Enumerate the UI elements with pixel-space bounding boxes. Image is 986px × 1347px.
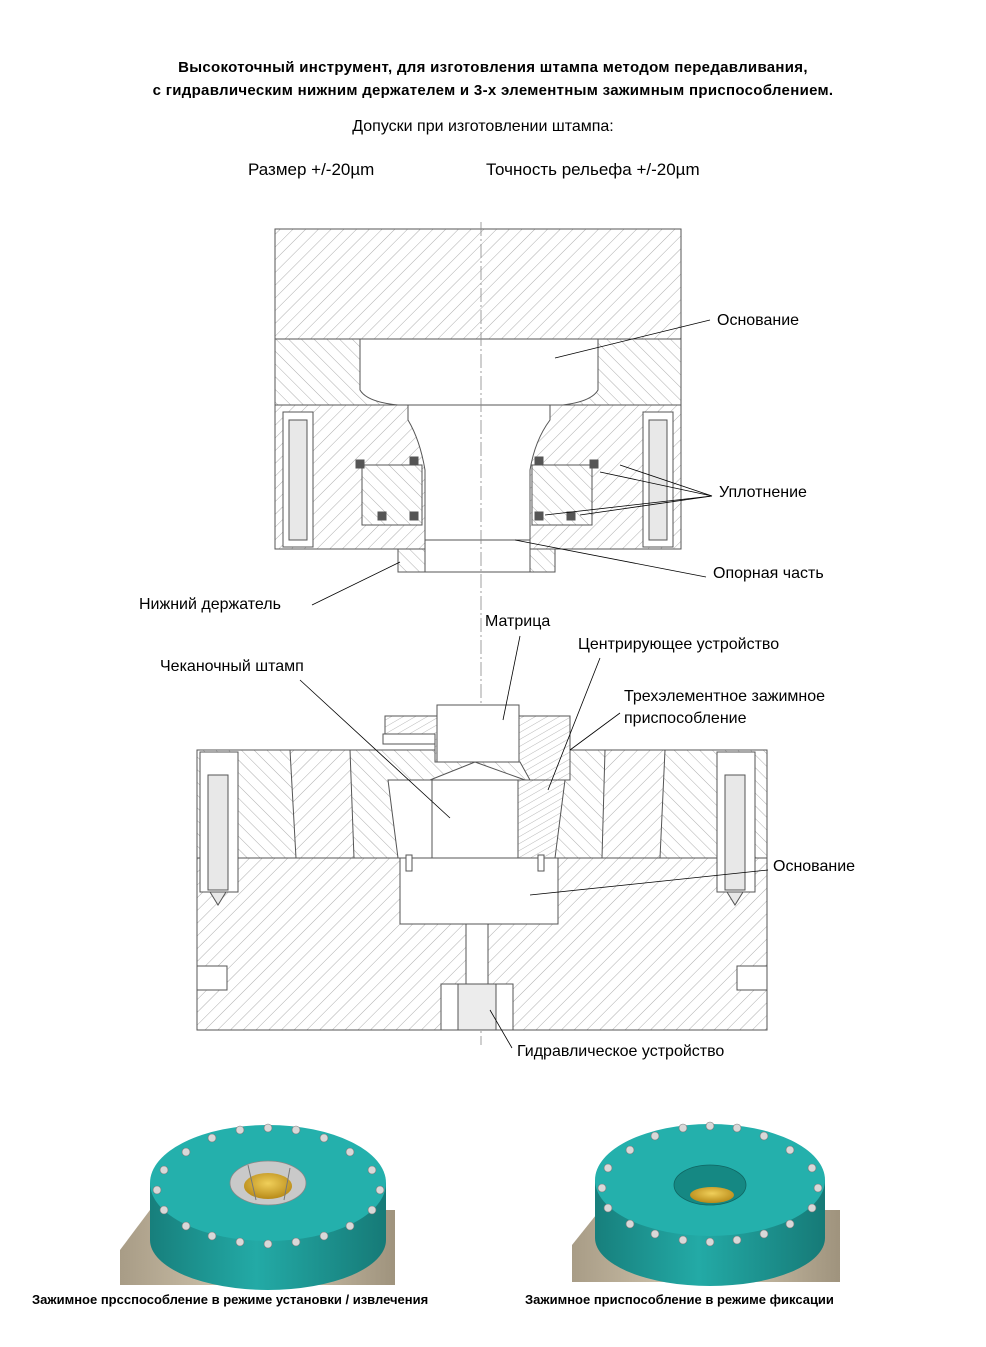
label-hydraulic: Гидравлическое устройство xyxy=(517,1043,725,1060)
tolerance-size: Размер +/-20µm xyxy=(248,160,375,179)
lower-assembly xyxy=(196,704,768,1031)
caption-release-mode: Зажимное прсспособление в режиме установ… xyxy=(32,1292,429,1307)
tolerance-relief: Точность рельефа +/-20µm xyxy=(486,160,700,179)
leader-lines xyxy=(299,319,769,1049)
label-lower-holder: Нижний держатель xyxy=(139,596,281,613)
label-clamp-line-1: Трехэлементное зажимное xyxy=(624,688,826,705)
tolerance-heading: Допуски при изготовлении штампа: xyxy=(352,118,614,135)
title-line-2: с гидравлическим нижним держателем и 3-х… xyxy=(152,82,834,99)
label-support: Опорная часть xyxy=(713,565,824,582)
label-coining-die: Чеканочный штамп xyxy=(160,658,304,675)
clamp-photo-release xyxy=(120,1123,395,1290)
label-base-bottom: Основание xyxy=(773,858,856,875)
label-clamp-line-2: приспособление xyxy=(624,710,747,727)
caption-fixed-mode: Зажимное приспособление в режиме фиксаци… xyxy=(525,1292,834,1307)
upper-assembly xyxy=(274,228,682,573)
label-base-top: Основание xyxy=(717,312,800,329)
label-seal: Уплотнение xyxy=(719,484,807,501)
label-centering: Центрирующее устройство xyxy=(578,636,780,653)
label-matrix: Матрица xyxy=(485,613,551,630)
clamp-photo-fixed xyxy=(572,1121,840,1286)
title-line-1: Высокоточный инструмент, для изготовлени… xyxy=(178,59,808,76)
